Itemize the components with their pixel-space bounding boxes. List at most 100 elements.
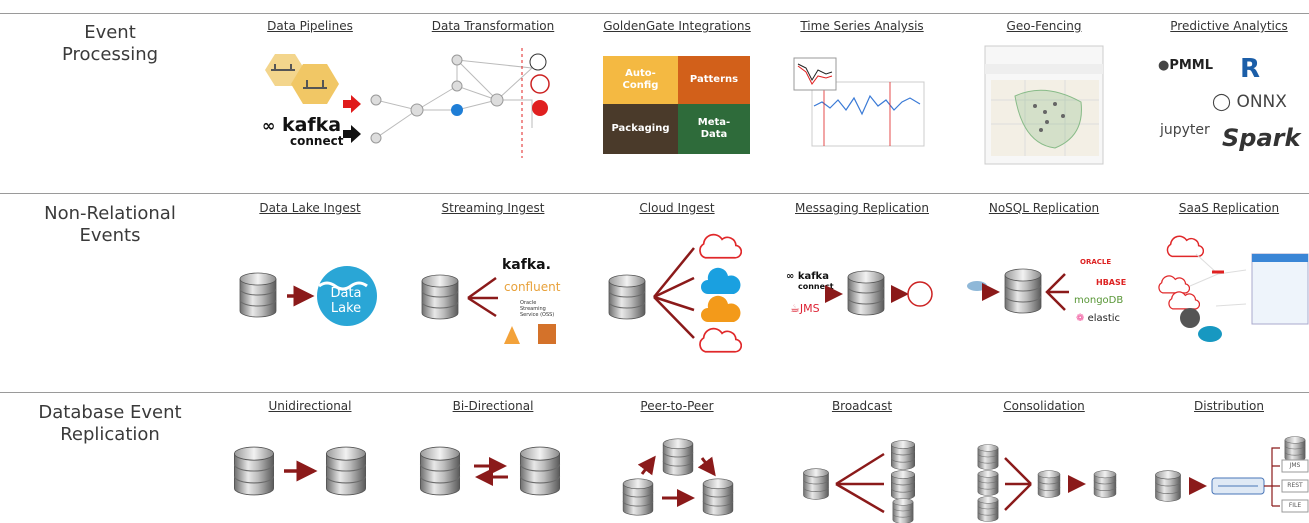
database-icon xyxy=(890,470,916,500)
gg-tile-auto-config: Auto- Config xyxy=(603,56,678,104)
caption-data-transformation[interactable]: Data Transformation xyxy=(431,19,555,33)
unidirectional-diagram xyxy=(233,446,367,496)
data-lake-icon xyxy=(317,266,377,326)
caption-bi-directional[interactable]: Bi-Directional xyxy=(452,399,534,413)
database-icon xyxy=(1155,470,1181,502)
section-divider xyxy=(0,13,1309,14)
arrow-red-icon xyxy=(343,95,361,113)
mongodb-logo: mongoDB xyxy=(1074,295,1124,306)
database-icon xyxy=(1037,470,1061,498)
database-icon xyxy=(662,438,694,476)
section-divider xyxy=(0,193,1309,194)
messaging-replication-diagram xyxy=(825,270,933,316)
database-icon xyxy=(977,444,999,470)
caption-time-series-analysis[interactable]: Time Series Analysis xyxy=(800,19,924,33)
salesforce-icon xyxy=(1198,326,1222,342)
database-icon xyxy=(325,446,367,496)
onnx-logo: ◯ ONNX xyxy=(1212,92,1287,112)
streaming-ingest-diagram xyxy=(421,274,498,320)
saas-replication-diagram xyxy=(1158,235,1309,342)
time-series-chart xyxy=(793,57,925,147)
geo-fencing-map xyxy=(984,45,1104,165)
google-cloud-icon xyxy=(699,327,742,353)
database-icon xyxy=(977,496,999,522)
caption-geo-fencing[interactable]: Geo-Fencing xyxy=(1006,19,1082,33)
caption-consolidation[interactable]: Consolidation xyxy=(1003,399,1085,413)
aws-cloud-icon xyxy=(701,295,741,322)
database-icon xyxy=(239,272,277,318)
arrow-black-icon xyxy=(343,125,361,143)
database-icon xyxy=(233,446,275,496)
distribution-target-jms: JMS xyxy=(1289,462,1301,469)
database-icon xyxy=(419,446,461,496)
database-icon xyxy=(702,478,734,516)
bi-directional-diagram xyxy=(419,446,561,496)
r-logo: R xyxy=(1240,54,1261,84)
database-icon xyxy=(421,274,459,320)
gg-tile-packaging: Packaging xyxy=(603,104,678,154)
data-pipelines-illustration xyxy=(265,54,361,143)
gg-tile-meta-data: Meta- Data xyxy=(678,104,750,154)
caption-nosql-replication[interactable]: NoSQL Replication xyxy=(988,201,1100,215)
database-icon xyxy=(890,440,916,470)
caption-broadcast[interactable]: Broadcast xyxy=(831,399,893,413)
caption-unidirectional[interactable]: Unidirectional xyxy=(268,399,352,413)
jupyter-logo: jupyter xyxy=(1160,122,1210,138)
saas-cloud-icon xyxy=(1158,275,1190,294)
caption-data-lake-ingest[interactable]: Data Lake Ingest xyxy=(259,201,361,215)
database-icon xyxy=(847,270,885,316)
cloud-ingest-diagram xyxy=(608,233,742,353)
goldengate-icon xyxy=(907,281,933,307)
caption-streaming-ingest[interactable]: Streaming Ingest xyxy=(441,201,545,215)
caption-goldengate-integrations[interactable]: GoldenGate Integrations xyxy=(603,19,751,33)
data-transformation-graph xyxy=(370,48,550,158)
oracle-nosql-logo: ORACLE xyxy=(1080,258,1112,266)
nosql-replication-diagram xyxy=(967,268,1069,314)
database-icon xyxy=(1284,436,1306,462)
spark-logo: Spark xyxy=(1222,124,1301,152)
caption-distribution[interactable]: Distribution xyxy=(1193,399,1265,413)
oracle-streaming-label: Oracle Streaming Service (OSS) xyxy=(520,300,555,318)
database-icon xyxy=(1004,268,1042,314)
caption-cloud-ingest[interactable]: Cloud Ingest xyxy=(639,201,715,215)
database-icon xyxy=(608,274,646,320)
database-icon xyxy=(622,478,654,516)
caption-predictive-analytics[interactable]: Predictive Analytics xyxy=(1170,19,1288,33)
confluent-logo: confluent xyxy=(504,280,561,294)
caption-saas-replication[interactable]: SaaS Replication xyxy=(1178,201,1280,215)
oracle-cloud-icon xyxy=(699,233,742,259)
cassandra-icon xyxy=(967,281,987,291)
saas-cloud-icon xyxy=(1166,235,1204,258)
lock-icon xyxy=(1180,308,1200,328)
jms-logo: ☕JMS xyxy=(790,302,820,315)
database-icon xyxy=(803,468,829,500)
database-icon xyxy=(977,470,999,496)
distribution-target-rest: REST xyxy=(1287,482,1303,489)
kafka-logo: ∞ kafka xyxy=(262,114,342,136)
gg-tile-patterns: Patterns xyxy=(678,56,750,104)
hbase-logo: HBASE xyxy=(1096,278,1127,287)
azure-cloud-icon xyxy=(701,267,741,294)
database-icon xyxy=(519,446,561,496)
saas-cloud-icon xyxy=(1168,291,1200,310)
pmml-logo: ●PMML xyxy=(1158,58,1214,73)
distribution-target-file: FILE xyxy=(1288,502,1302,509)
caption-peer-to-peer[interactable]: Peer-to-Peer xyxy=(640,399,714,413)
broadcast-diagram xyxy=(803,440,916,523)
database-icon xyxy=(1093,470,1117,498)
peer-to-peer-diagram xyxy=(622,438,734,516)
caption-data-pipelines[interactable]: Data Pipelines xyxy=(267,19,353,33)
aws-streaming-icons xyxy=(504,324,556,344)
elastic-logo: ❁ elastic xyxy=(1076,313,1121,324)
consolidation-diagram xyxy=(977,444,1117,522)
distribution-diagram xyxy=(1155,436,1309,513)
kafka-connect-label: connect xyxy=(290,134,344,148)
data-lake-ingest-diagram xyxy=(239,266,377,326)
caption-messaging-replication[interactable]: Messaging Replication xyxy=(795,201,929,215)
kafka-logo: kafka. xyxy=(502,257,551,273)
